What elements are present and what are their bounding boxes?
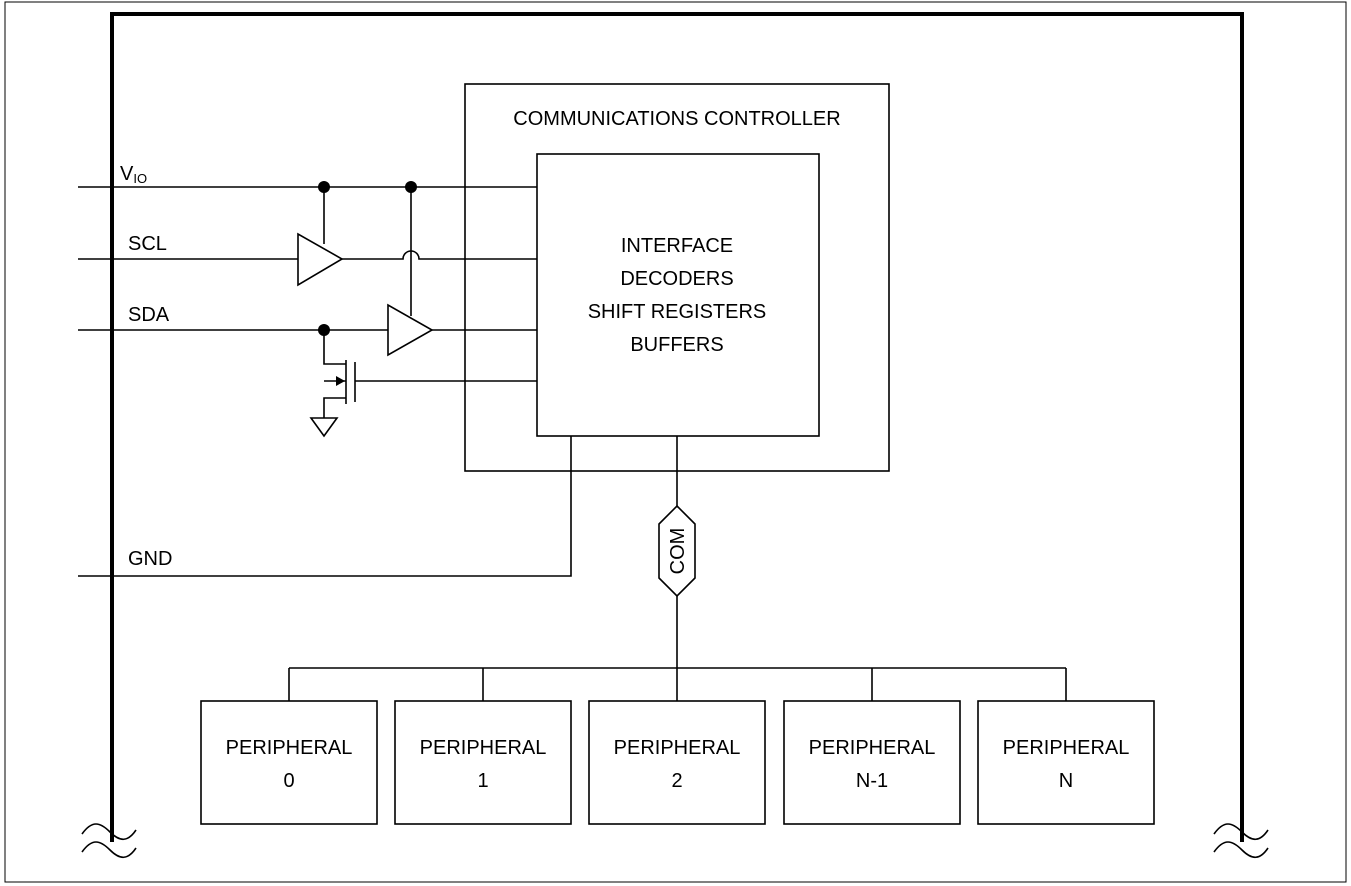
scl-buffer	[297, 232, 344, 287]
peripheral-1-label: PERIPHERAL	[420, 737, 547, 759]
controller-core-box	[536, 153, 820, 437]
peripheral-n-1-label: PERIPHERAL	[809, 737, 936, 759]
core-line-interface: INTERFACE	[621, 235, 733, 257]
peripheral-0-label: PERIPHERAL	[226, 737, 353, 759]
core-line-buffers: BUFFERS	[630, 334, 723, 356]
gnd-label: GND	[128, 548, 172, 570]
peripheral-n-1: PERIPHERAL N-1	[783, 668, 961, 825]
com-label: COM	[667, 528, 689, 575]
ground-symbol	[309, 417, 339, 438]
peripheral-0: PERIPHERAL 0	[200, 668, 378, 825]
figure-frame	[4, 1, 1347, 883]
core-line-shift-registers: SHIFT REGISTERS	[588, 301, 767, 323]
break-mark-right	[1213, 823, 1269, 859]
peripheral-1: PERIPHERAL 1	[394, 668, 572, 825]
peripheral-n-index: N	[1059, 770, 1073, 792]
peripheral-0-index: 0	[283, 770, 294, 792]
nmos-transistor	[323, 330, 537, 418]
peripheral-n-label: PERIPHERAL	[1003, 737, 1130, 759]
peripheral-2: PERIPHERAL 2	[588, 668, 766, 825]
break-mark-left	[81, 823, 137, 859]
peripheral-2-label: PERIPHERAL	[614, 737, 741, 759]
sda-buffer	[387, 303, 434, 357]
gnd-wire	[78, 436, 572, 577]
peripheral-1-index: 1	[477, 770, 488, 792]
vio-label: VIO	[120, 163, 147, 186]
controller-title: COMMUNICATIONS CONTROLLER	[513, 108, 840, 130]
peripheral-2-index: 2	[671, 770, 682, 792]
peripheral-n-1-index: N-1	[856, 770, 888, 792]
chip-boundary	[110, 12, 1244, 842]
peripheral-n: PERIPHERAL N	[977, 668, 1155, 825]
sda-label: SDA	[128, 304, 170, 326]
core-line-decoders: DECODERS	[620, 268, 733, 290]
scl-label: SCL	[128, 233, 167, 255]
